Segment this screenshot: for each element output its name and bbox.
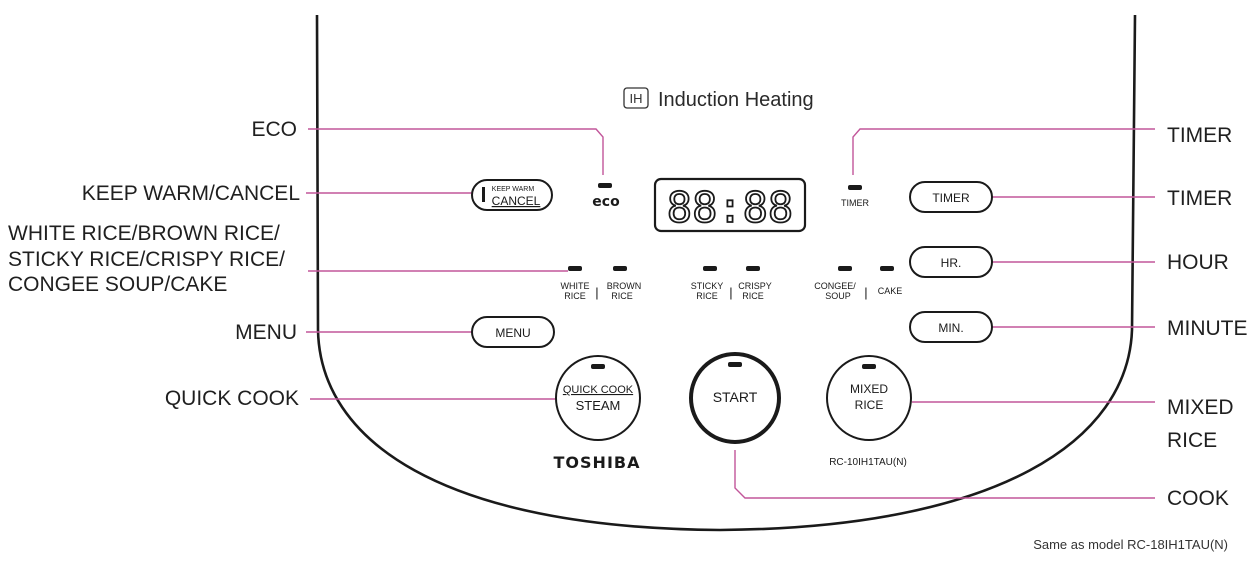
congee-soup-label-2: SOUP [825,291,851,301]
callout-mixed-rice: MIXED RICE [1167,392,1234,457]
keep-warm-cancel-button[interactable]: KEEP WARM CANCEL [471,179,553,211]
sticky-rice-label-2: RICE [696,291,718,301]
sticky-rice-label-1: STICKY [691,281,724,291]
start-label: START [713,389,758,405]
cooker-body-outline [315,14,1137,532]
white-rice-label-2: RICE [564,291,586,301]
crispy-rice-led [746,266,760,271]
callout-keep-warm-cancel: KEEP WARM/CANCEL [81,182,300,205]
callout-quick-cook: QUICK COOK [164,387,299,410]
callout-menu-selection: WHITE RICE/BROWN RICE/ STICKY RICE/CRISP… [8,221,285,298]
callout-eco: ECO [251,118,297,141]
callout-minute: MINUTE [1167,317,1248,340]
minute-button[interactable]: MIN. [909,311,993,343]
separator-1: | [595,285,598,300]
mixed-rice-led [862,364,876,369]
brown-rice-label-1: BROWN [607,281,642,291]
timer-button[interactable]: TIMER [909,181,993,213]
callout-cook: COOK [1167,487,1229,510]
separator-2: | [729,285,732,300]
leader-timer-indicator [852,128,1155,175]
white-rice-label-1: WHITE [561,281,590,291]
menu-button[interactable]: MENU [471,316,555,348]
ih-badge-box [623,87,649,109]
separator-3: | [864,285,867,300]
hour-button[interactable]: HR. [909,246,993,278]
steam-label: STEAM [576,398,621,413]
quick-cook-steam-button[interactable]: QUICK COOK STEAM [555,355,641,441]
timer-button-label: TIMER [932,191,970,205]
start-button[interactable]: START [689,352,781,444]
brand-logo: TOSHIBA [554,453,641,472]
callout-menu-line-1: WHITE RICE/BROWN RICE/ [8,222,280,245]
white-rice-led [568,266,582,271]
cancel-label: CANCEL [492,194,541,208]
leader-eco [308,128,604,175]
callout-mixed-line-2: RICE [1167,428,1218,452]
cake-led [880,266,894,271]
mixed-rice-button[interactable]: MIXED RICE [826,355,912,441]
quick-cook-led [591,364,605,369]
rice-label: RICE [855,398,884,412]
timer-indicator-label: TIMER [841,198,869,208]
brown-rice-led [613,266,627,271]
lcd-display: 88:88 [653,177,807,233]
congee-soup-led [838,266,852,271]
start-led [728,362,742,367]
callout-hour: HOUR [1167,251,1229,274]
eco-indicator-label: eco [592,194,620,210]
callout-mixed-line-1: MIXED [1167,396,1234,419]
keep-warm-label: KEEP WARM [492,186,535,193]
quick-cook-label: QUICK COOK [563,384,634,396]
congee-soup-label-1: CONGEE/ [814,281,856,291]
model-footnote: Same as model RC-18IH1TAU(N) [1033,537,1228,552]
callout-timer-indicator: TIMER [1167,124,1233,147]
minute-button-label: MIN. [938,321,963,335]
crispy-rice-label-2: RICE [742,291,764,301]
ih-badge-text: IH [630,91,643,106]
induction-heating-label: Induction Heating [658,89,814,111]
mixed-label: MIXED [850,382,888,396]
model-number: RC-10IH1TAU(N) [829,457,907,468]
display-digits: 88:88 [667,183,793,232]
cake-label: CAKE [878,286,903,296]
leader-cook [734,450,1155,499]
callout-menu-line-2: STICKY RICE/CRISPY RICE/ [8,247,285,271]
callout-menu-line-3: CONGEE SOUP/CAKE [8,273,228,297]
timer-led [848,185,862,190]
keep-warm-led [482,187,485,202]
menu-indicators: WHITE RICE | BROWN RICE STICKY RICE | CR… [561,266,903,301]
sticky-rice-led [703,266,717,271]
menu-button-label: MENU [495,326,530,340]
brown-rice-label-2: RICE [611,291,633,301]
crispy-rice-label-1: CRISPY [738,281,772,291]
callout-menu: MENU [235,321,297,344]
hour-button-label: HR. [941,256,962,270]
callout-timer-button: TIMER [1167,187,1233,210]
leader-lines [306,128,1155,499]
eco-led [598,183,612,188]
